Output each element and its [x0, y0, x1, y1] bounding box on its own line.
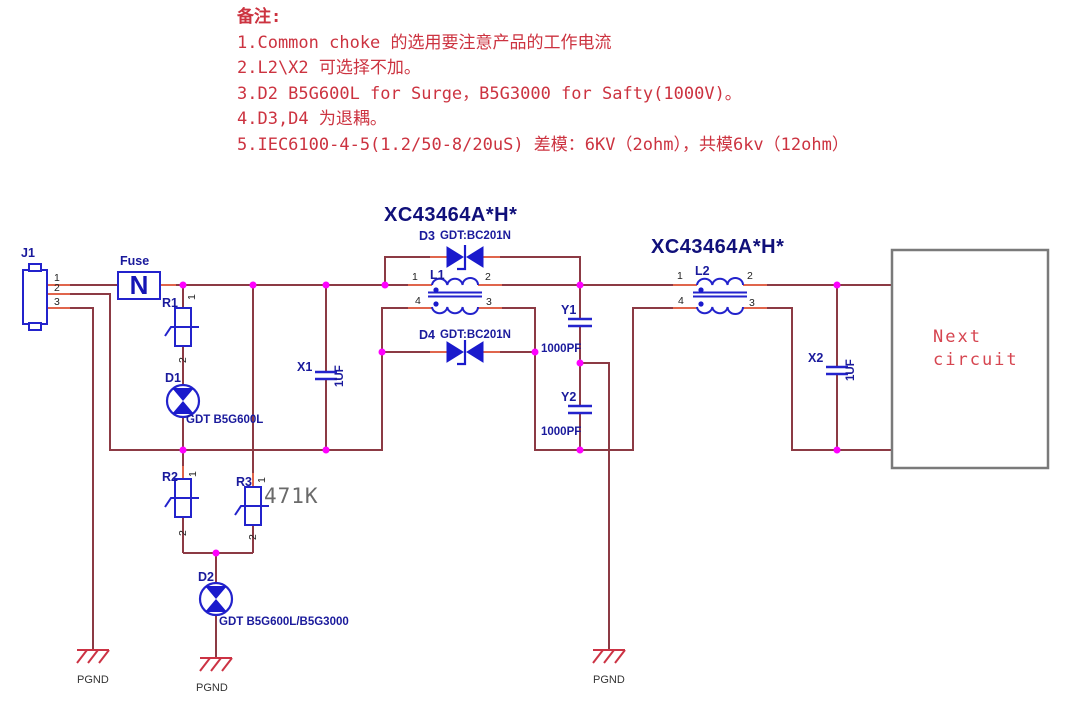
- gdt-d3-symbol: [446, 245, 484, 271]
- fuse-symbol: [117, 271, 161, 300]
- j1-ref: J1: [21, 246, 35, 260]
- l1-pin-4: 4: [415, 295, 421, 307]
- y1-value: 1000PF: [541, 343, 582, 355]
- d3-label: D3 GDT:BC201N: [419, 229, 511, 243]
- d2-value: GDT B5G600L/B5G3000: [219, 616, 349, 628]
- next-circuit-box: [890, 248, 1050, 470]
- l2-ref: L2: [695, 264, 710, 278]
- gdt-d2-symbol: [198, 581, 234, 617]
- r3-pin-2: 2: [247, 534, 259, 540]
- note-line: 1.Common choke 的选用要注意产品的工作电流: [237, 32, 612, 53]
- notes-block: 备注: 1.Common choke 的选用要注意产品的工作电流 2.L2\X2…: [237, 5, 849, 158]
- varistor-r2-symbol: [164, 478, 199, 518]
- y1-ref: Y1: [561, 303, 577, 317]
- pgnd-label-left: PGND: [77, 674, 109, 686]
- gdt-d4-symbol: [446, 340, 484, 366]
- wires: [47, 256, 892, 657]
- d2-ref: D2: [198, 570, 214, 584]
- l1-pin-1: 1: [412, 271, 418, 283]
- d3-ref: D3: [419, 229, 435, 243]
- l1-ref: L1: [430, 268, 445, 282]
- d3-value: GDT:BC201N: [439, 230, 511, 242]
- varistor-r1-symbol: [164, 307, 199, 347]
- fuse-label: Fuse: [120, 254, 150, 268]
- r1-pin-1: 1: [186, 294, 198, 300]
- choke-l1-symbol: [428, 277, 482, 315]
- l2-pin-2: 2: [747, 270, 753, 282]
- j1-pin-1: 1: [54, 272, 60, 284]
- pgnd-label-middle: PGND: [196, 682, 228, 694]
- j1-pin-3: 3: [54, 296, 60, 308]
- x1-ref: X1: [297, 360, 313, 374]
- d1-value: GDT B5G600L: [186, 414, 264, 426]
- pgnd-symbol-middle: [199, 657, 233, 672]
- l2-pin-4: 4: [678, 295, 684, 307]
- r3-ref: R3: [236, 475, 252, 489]
- pin-stubs: [47, 256, 767, 488]
- varistor-r3-symbol: [234, 486, 269, 526]
- junction-dots: [179, 281, 841, 557]
- x2-value: 1UF: [845, 359, 857, 381]
- r1-ref: R1: [162, 296, 178, 310]
- l2-pin-1: 1: [677, 270, 683, 282]
- note-line: 3.D2 B5G600L for Surge，B5G3000 for Safty…: [237, 83, 742, 104]
- cap-y1-symbol: [568, 317, 592, 328]
- note-line: 2.L2\X2 可选择不加。: [237, 58, 421, 78]
- r1-pin-2: 2: [177, 357, 189, 363]
- gdt-d1-symbol: [165, 383, 201, 419]
- j1-connector-symbol: [22, 263, 48, 331]
- note-line: 4.D3,D4 为退耦。: [237, 109, 387, 129]
- r3-value: 471K: [264, 484, 319, 508]
- y2-ref: Y2: [561, 390, 577, 404]
- l1-pin-2: 2: [485, 271, 491, 283]
- r2-pin-1: 1: [187, 471, 199, 477]
- x2-ref: X2: [808, 351, 824, 365]
- x1-value: 1UF: [334, 365, 346, 387]
- cap-x2-symbol: [826, 365, 848, 376]
- r2-pin-2: 2: [177, 530, 189, 536]
- filter-module-label-2: XC43464A*H*: [651, 236, 785, 258]
- filter-module-label-1: XC43464A*H*: [384, 204, 518, 226]
- fuse-glyph: N: [129, 270, 149, 300]
- r2-ref: R2: [162, 470, 178, 484]
- cap-y2-symbol: [568, 404, 592, 415]
- cap-x1-symbol: [315, 370, 337, 381]
- d4-value: GDT:BC201N: [439, 329, 511, 341]
- pgnd-label-right: PGND: [593, 674, 625, 686]
- note-line: 5.IEC6100-4-5(1.2/50-8/20uS) 差模：6KV（2ohm…: [237, 134, 849, 155]
- choke-l2-symbol: [693, 277, 747, 315]
- j1-pin-2: 2: [54, 282, 60, 294]
- pgnd-symbol-left: [76, 649, 110, 664]
- pgnd-symbol-right: [592, 649, 626, 664]
- next-circuit-label: Next circuit: [933, 326, 1019, 372]
- d1-ref: D1: [165, 371, 181, 385]
- d4-label: D4 GDT:BC201N: [419, 328, 511, 342]
- y2-value: 1000PF: [541, 426, 582, 438]
- d4-ref: D4: [419, 328, 435, 342]
- l1-pin-3: 3: [486, 296, 492, 308]
- r3-pin-1: 1: [256, 477, 268, 483]
- next-circuit-line2: circuit: [933, 350, 1019, 370]
- l2-pin-3: 3: [749, 297, 755, 309]
- next-circuit-line1: Next: [933, 327, 982, 347]
- notes-title: 备注:: [237, 7, 282, 27]
